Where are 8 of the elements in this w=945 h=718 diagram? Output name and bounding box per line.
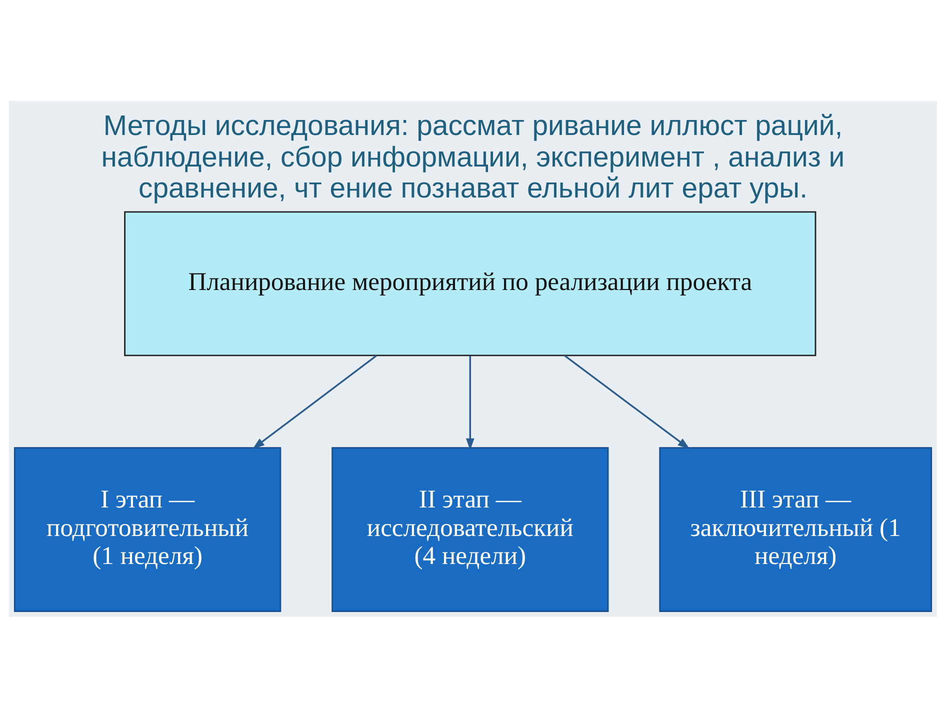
node-box: I этап — подготовительный (1 неделя) — [13, 447, 281, 612]
node-box: II этап — исследовательский (4 недели) — [331, 447, 608, 612]
node-box: III этап — заключительный (1 неделя) — [658, 447, 932, 612]
arrow — [465, 356, 474, 450]
arrow — [252, 355, 376, 450]
node-box: Планирование мероприятий по реализации проекта — [124, 211, 816, 356]
diagram-title: Методы исследования: рассмат ривание иллюст раций, наблюдение, сбор информации, эксперимент , анализ и сравнение, чт ение познават ельной лит ерат уры. — [100, 110, 844, 205]
arrow — [564, 355, 690, 450]
